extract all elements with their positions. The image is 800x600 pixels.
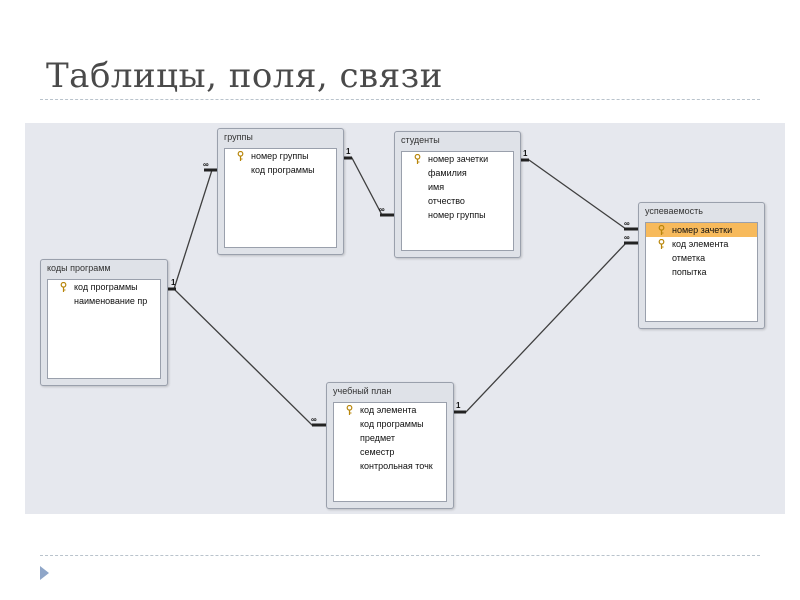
link-plan-uspev [452,242,638,413]
table-header: студенты [401,135,440,145]
table-header: группы [224,132,253,142]
label-one: 1 [346,147,351,156]
field-name: код программы [74,282,138,292]
field-row[interactable]: имя [402,180,513,194]
field-name: наименование пр [74,296,148,306]
field-row[interactable]: код программы [225,163,336,177]
field-row[interactable]: семестр [334,445,446,459]
label-many: ∞ [379,205,385,214]
label-many: ∞ [624,233,630,242]
slide-title: Таблицы, поля, связи [46,56,443,96]
bullet-arrow-icon [40,566,49,580]
label-one: 1 [171,278,176,287]
field-name: код элемента [672,239,729,249]
field-row[interactable]: номер группы [402,208,513,222]
table-studenty[interactable]: студенты номер зачетки фамилия имя отчес… [394,131,521,258]
table-header: учебный план [333,386,392,396]
field-row-selected[interactable]: номер зачетки [646,223,757,237]
label-one: 1 [523,149,528,158]
label-one: 1 [456,401,461,410]
field-name: номер зачетки [672,225,733,235]
primary-key-icon [60,282,67,292]
table-header: успеваемость [645,206,703,216]
field-name: попытка [672,267,707,277]
field-name: отметка [672,253,706,263]
label-many: ∞ [624,219,630,228]
field-list: код элемента код программы предмет семес… [333,402,447,502]
field-row[interactable]: номер группы [225,149,336,163]
field-row[interactable]: отчество [402,194,513,208]
bottom-divider [40,555,760,556]
field-row[interactable]: контрольная точк [334,459,446,473]
field-row[interactable]: код элемента [646,237,757,251]
field-name: имя [428,182,445,192]
field-name: отчество [428,196,465,206]
primary-key-icon [237,151,244,161]
field-name: код элемента [360,405,417,415]
field-row[interactable]: номер зачетки [402,152,513,166]
link-kody-gruppy [166,169,218,290]
field-name: фамилия [428,168,467,178]
field-row[interactable]: попытка [646,265,757,279]
field-name: номер группы [251,151,309,161]
table-kody-programm[interactable]: коды программ код программы наименование… [40,259,168,386]
field-name: семестр [360,447,395,457]
label-many: ∞ [311,415,317,424]
field-row[interactable]: наименование пр [48,294,160,308]
field-list: номер зачетки код элемента отметка попыт… [645,222,758,322]
field-list: номер зачетки фамилия имя отчество номер… [401,151,514,251]
link-kody-plan [166,288,326,426]
table-header: коды программ [47,263,111,273]
top-divider [40,99,760,100]
field-name: предмет [360,433,395,443]
table-gruppy[interactable]: группы номер группы код программы [217,128,344,255]
field-name: код программы [360,419,424,429]
field-list: номер группы код программы [224,148,337,248]
field-row[interactable]: код программы [48,280,160,294]
field-row[interactable]: фамилия [402,166,513,180]
link-gruppy-studenty [342,157,394,216]
primary-key-icon [414,154,421,164]
field-row[interactable]: предмет [334,431,446,445]
field-name: номер зачетки [428,154,489,164]
field-name: контрольная точк [360,461,433,471]
field-name: номер группы [428,210,486,220]
field-name: код программы [251,165,315,175]
field-row[interactable]: код элемента [334,403,446,417]
link-studenty-uspev [519,159,638,230]
table-uspevaemost[interactable]: успеваемость номер зачетки код элемента … [638,202,765,329]
field-list: код программы наименование пр [47,279,161,379]
field-row[interactable]: отметка [646,251,757,265]
primary-key-icon [658,239,665,249]
table-uchebny-plan[interactable]: учебный план код элемента код программы … [326,382,454,509]
primary-key-icon [346,405,353,415]
primary-key-icon [658,225,665,235]
field-row[interactable]: код программы [334,417,446,431]
label-many: ∞ [203,160,209,169]
